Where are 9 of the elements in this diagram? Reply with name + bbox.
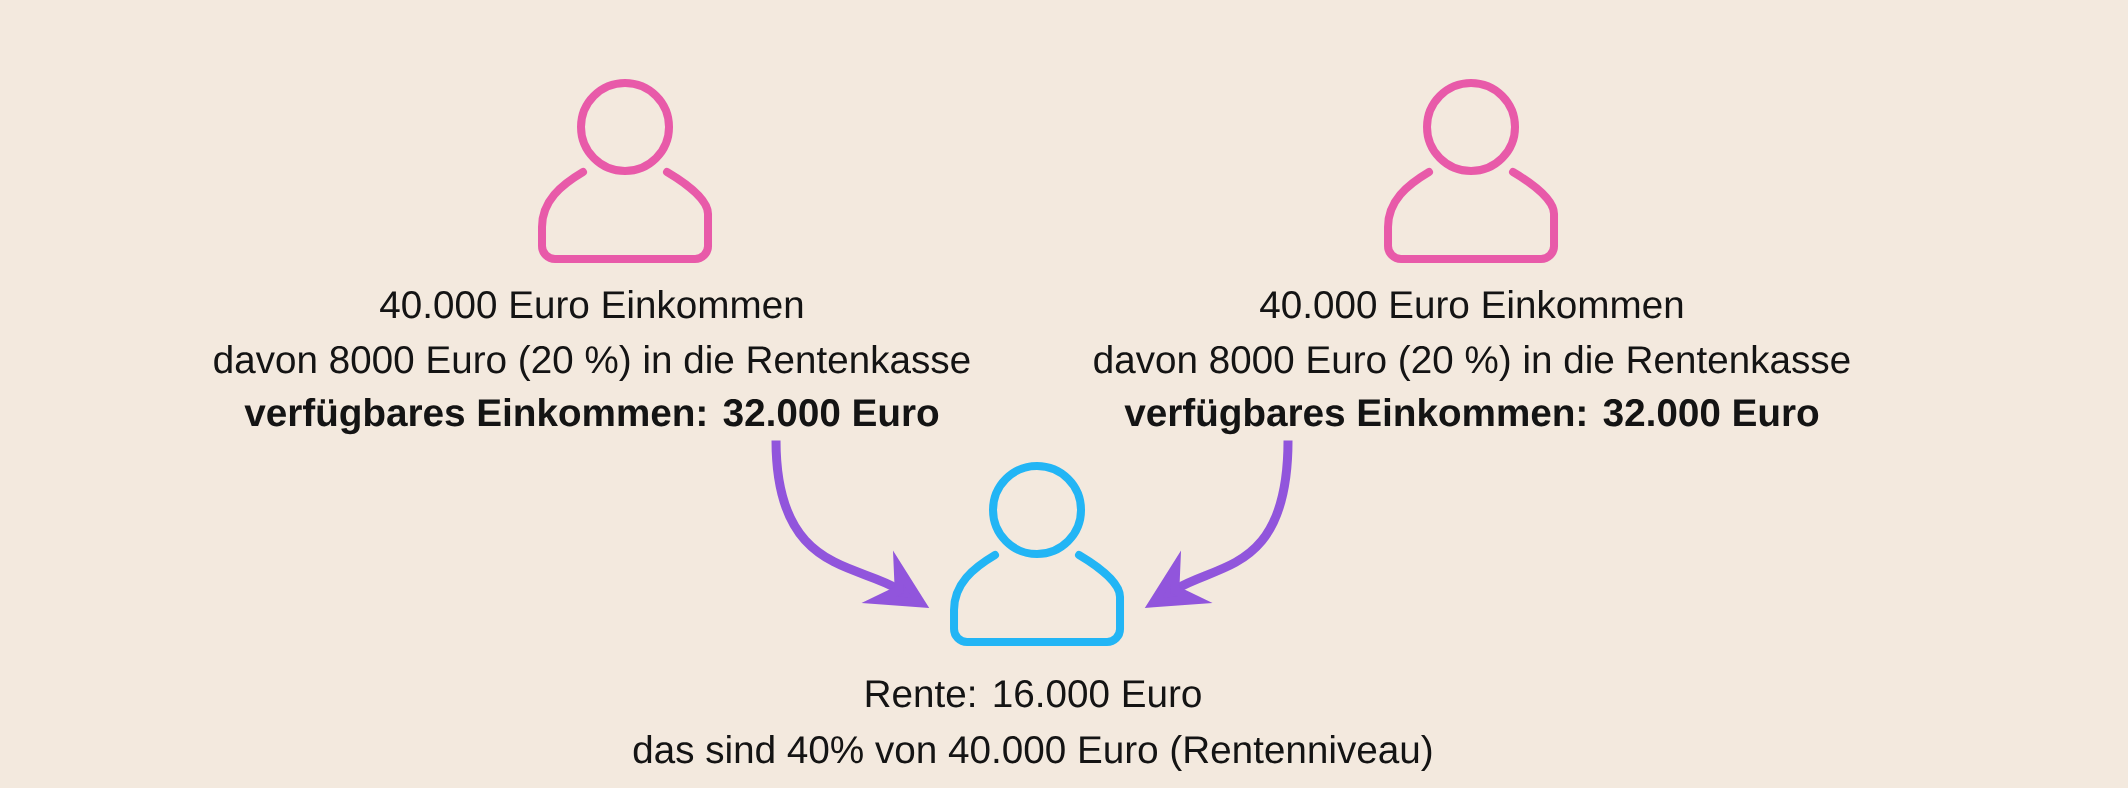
- node-label: verfügbares Einkommen: 32.000 Euro: [1124, 398, 1819, 435]
- node-label: das sind 40% von 40.000 Euro (Rentenniveau): [633, 735, 1432, 771]
- person-icon: [950, 462, 1124, 646]
- node-label: davon 8000 Euro (20 %) in die Rentenkasse: [214, 345, 970, 381]
- node-label: Rente: 16.000 Euro: [866, 680, 1201, 708]
- node-label: 40.000 Euro Einkommen: [380, 290, 803, 319]
- node-label: verfügbares Einkommen: 32.000 Euro: [244, 398, 939, 435]
- node-label: davon 8000 Euro (20 %) in die Rentenkasse: [1094, 345, 1850, 381]
- node-label: 40.000 Euro Einkommen: [1260, 290, 1683, 319]
